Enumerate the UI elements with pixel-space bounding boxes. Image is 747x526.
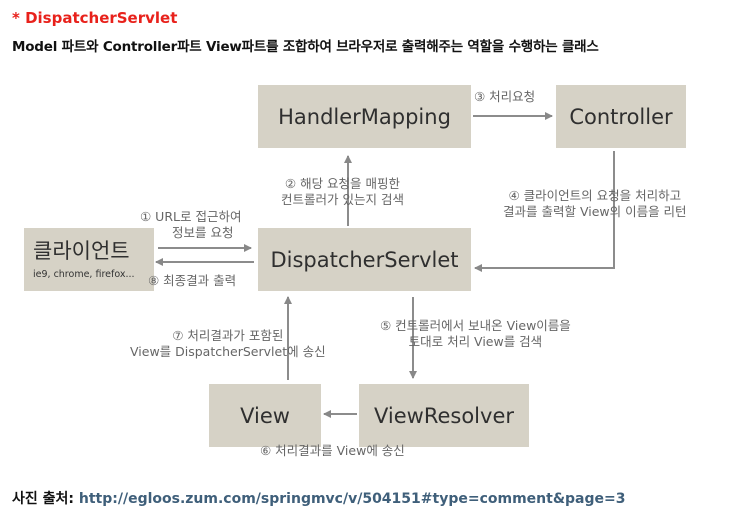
step-3-text: ③ 처리요청	[474, 89, 536, 104]
step-7-line2: View를 DispatcherServlet에 송신	[130, 344, 326, 359]
controller-label: Controller	[569, 104, 673, 129]
source-link[interactable]: http://egloos.zum.com/springmvc/v/504151…	[78, 491, 626, 507]
step-2-line2: 컨트롤러가 있는지 검색	[281, 192, 404, 207]
step-5-line1: ⑤ 컨트롤러에서 보내온 View이름을	[380, 318, 571, 333]
page-description: Model 파트와 Controller파트 View파트를 조합하여 브라우저…	[12, 39, 599, 55]
step-5-label: ⑤ 컨트롤러에서 보내온 View이름을 토대로 처리 View를 검색	[380, 318, 571, 350]
client-label: 클라이언트	[33, 239, 130, 263]
step-8-label: ⑧ 최종결과 출력	[148, 273, 236, 289]
step-1-line1: ① URL로 접근하여	[140, 209, 242, 224]
step-7-label: ⑦ 처리결과가 포함된 View를 DispatcherServlet에 송신	[130, 328, 326, 360]
step-6-label: ⑥ 처리결과를 View에 송신	[260, 443, 405, 459]
source-label: 사진 출처:	[12, 491, 74, 507]
controller-box: Controller	[556, 85, 686, 148]
step-6-text: ⑥ 처리결과를 View에 송신	[260, 443, 405, 458]
view-resolver-box: ViewResolver	[359, 384, 529, 447]
dispatcher-servlet-label: DispatcherServlet	[270, 247, 459, 272]
arrow-return-view-name	[474, 151, 615, 272]
step-2-line1: ② 해당 요청을 매핑한	[284, 176, 401, 191]
step-5-line2: 토대로 처리 View를 검색	[408, 334, 543, 349]
view-label: View	[240, 403, 290, 428]
step-3-label: ③ 처리요청	[474, 89, 535, 105]
dispatcher-servlet-box: DispatcherServlet	[258, 228, 471, 291]
step-8-text: ⑧ 최종결과 출력	[148, 273, 237, 288]
step-4-line1: ④ 클라이언트의 요청을 처리하고	[508, 188, 682, 203]
source-line: 사진 출처: http://egloos.zum.com/springmvc/v…	[12, 488, 625, 508]
step-4-label: ④ 클라이언트의 요청을 처리하고 결과를 출력할 View의 이름을 리턴	[503, 188, 687, 220]
step-2-label: ② 해당 요청을 매핑한 컨트롤러가 있는지 검색	[281, 176, 404, 208]
client-browsers: ie9, chrome, firefox...	[33, 269, 135, 280]
page-title: * DispatcherServlet	[12, 9, 178, 27]
step-7-line1: ⑦ 처리결과가 포함된	[172, 328, 284, 343]
handler-mapping-box: HandlerMapping	[258, 85, 471, 148]
view-box: View	[209, 384, 321, 447]
step-1-line2: 정보를 요청	[171, 225, 234, 240]
step-1-label: ① URL로 접근하여 정보를 요청	[140, 209, 241, 241]
step-4-line2: 결과를 출력할 View의 이름을 리턴	[503, 204, 687, 219]
handler-mapping-label: HandlerMapping	[278, 104, 451, 129]
client-box: 클라이언트 ie9, chrome, firefox...	[24, 228, 154, 291]
view-resolver-label: ViewResolver	[373, 403, 514, 428]
